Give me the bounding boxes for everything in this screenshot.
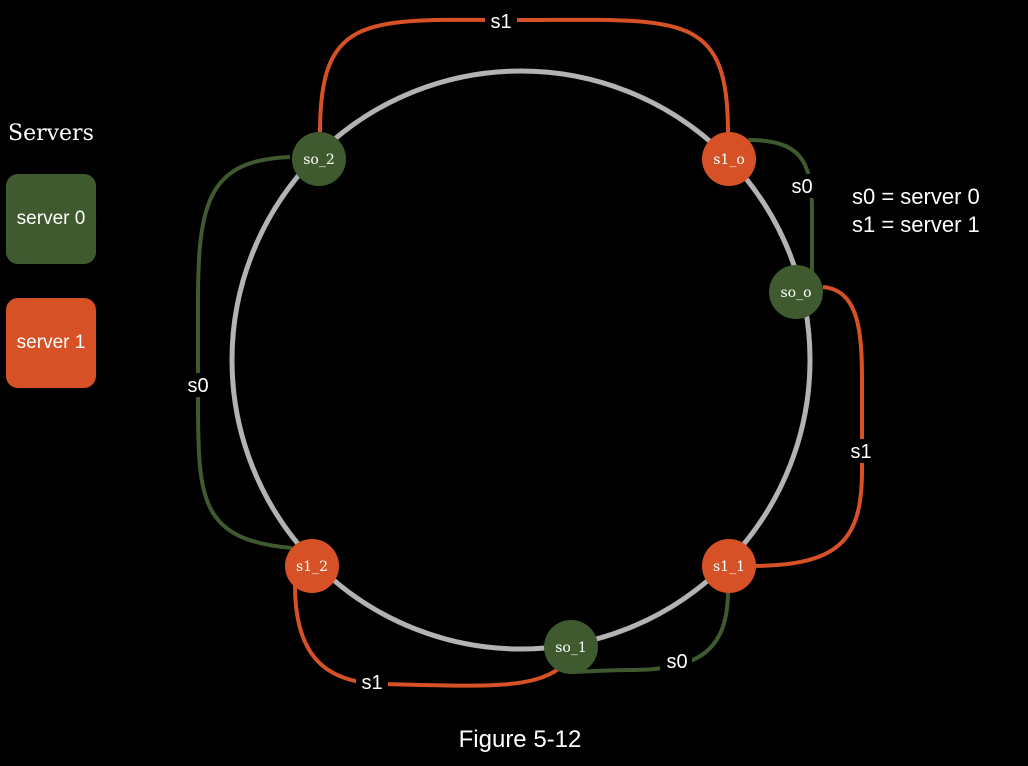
node-label-s1_0: s1_o: [713, 152, 745, 168]
hash-ring: [229, 68, 813, 652]
edge-s0_0-s1_1: [749, 285, 864, 568]
node-label-s0_1: so_1: [555, 640, 587, 656]
edge-s1_1-s0_1: [571, 589, 730, 674]
edge-label-s0_0-s1_1: s1: [850, 441, 871, 463]
node-s0_2: so_2: [292, 132, 346, 186]
figure-caption: Figure 5-12: [458, 726, 582, 753]
edge-label-s1_0-s0_0: s0: [791, 176, 812, 198]
node-label-s1_2: s1_2: [296, 559, 328, 575]
edge-s1_2-s0_2: [196, 155, 293, 550]
edge-s1_0-s0_0: [747, 138, 814, 272]
edge-s0_2-s1_0: [318, 17, 730, 133]
node-s1_0: s1_o: [702, 132, 756, 186]
legend-server-0: server 0: [6, 174, 96, 264]
key-line-s0: s0 = server 0: [852, 184, 980, 209]
edge-label-s1_2-s0_2: s0: [187, 375, 208, 397]
edge-label-s0_1-s1_2: s1: [361, 672, 382, 694]
node-label-s0_0: so_o: [780, 285, 811, 301]
node-s0_1: so_1: [544, 620, 598, 674]
node-s1_2: s1_2: [285, 539, 339, 593]
node-s1_1: s1_1: [702, 539, 756, 593]
edge-label-group: s1 s0 s1 s0 s1 s0: [182, 8, 878, 695]
key-line-s1: s1 = server 1: [852, 212, 980, 237]
edge-label-s0_2-s1_0: s1: [490, 11, 511, 33]
legend-server-1: server 1: [6, 298, 96, 388]
node-label-s0_2: so_2: [303, 152, 335, 168]
node-s0_0: so_o: [769, 265, 823, 319]
legend-title: Servers: [8, 121, 94, 146]
node-label-s1_1: s1_1: [713, 559, 745, 575]
edge-label-s1_1-s0_1: s0: [666, 651, 687, 673]
key-legend: s0 = server 0 s1 = server 1: [852, 183, 980, 239]
